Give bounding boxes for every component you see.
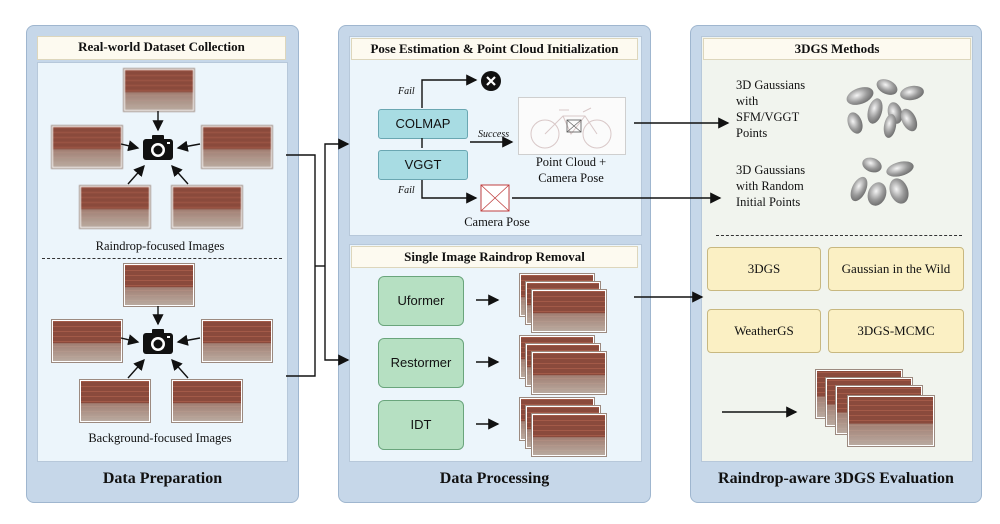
fail-label-bottom: Fail: [398, 185, 415, 196]
vggt-box: VGGT: [378, 150, 468, 180]
raindrop-photo-bottom-right: [172, 186, 242, 228]
colmap-box: COLMAP: [378, 109, 468, 139]
gaussians-random-text: 3D Gaussians with Random Initial Points: [736, 163, 806, 209]
method-weathergs: WeatherGS: [707, 309, 821, 353]
gaussians-sfm-text: 3D Gaussians with SFM/VGGT Points: [736, 78, 806, 140]
background-photo-top: [124, 264, 194, 306]
background-photo-left: [52, 320, 122, 362]
background-photo-right: [202, 320, 272, 362]
raindrop-photo-bottom-left: [80, 186, 150, 228]
background-photo-bottom-left: [80, 380, 150, 422]
point-cloud-image: [518, 97, 626, 155]
uformer-output-stack: [520, 274, 610, 332]
restormer-box: Restormer: [378, 338, 464, 388]
idt-output-stack: [520, 398, 610, 456]
left-divider: [42, 258, 282, 259]
method-gaussian-in-the-wild: Gaussian in the Wild: [828, 247, 964, 291]
point-cloud-caption: Point Cloud + Camera Pose: [535, 155, 607, 185]
camera-icon: [143, 135, 173, 160]
method-3dgs-mcmc: 3DGS-MCMC: [828, 309, 964, 353]
background-caption: Background-focused Images: [88, 431, 232, 445]
raindrop-photo-left: [52, 126, 122, 168]
left-footer: Data Preparation: [102, 470, 223, 487]
raindrop-photo-right: [202, 126, 272, 168]
restormer-output-stack: [520, 336, 610, 394]
success-label: Success: [478, 129, 510, 140]
right-divider: [716, 235, 962, 236]
pose-header: Pose Estimation & Point Cloud Initializa…: [351, 38, 638, 60]
camera-pose-caption: Camera Pose: [464, 215, 530, 229]
right-header: 3DGS Methods: [703, 38, 971, 60]
raindrop-caption: Raindrop-focused Images: [95, 239, 225, 253]
left-header: Real-world Dataset Collection: [37, 36, 286, 60]
removal-header: Single Image Raindrop Removal: [351, 246, 638, 268]
fail-label-top: Fail: [398, 86, 415, 97]
evaluation-output-stack: [816, 370, 934, 450]
raindrop-photo-top: [124, 69, 194, 111]
right-footer: Raindrop-aware 3DGS Evaluation: [718, 470, 954, 487]
camera-pose-icon: [480, 184, 510, 212]
camera-icon: [143, 329, 173, 354]
method-3dgs: 3DGS: [707, 247, 821, 291]
uformer-box: Uformer: [378, 276, 464, 326]
idt-box: IDT: [378, 400, 464, 450]
background-photo-bottom-right: [172, 380, 242, 422]
fail-x-icon: [481, 71, 501, 91]
middle-footer: Data Processing: [439, 470, 550, 487]
